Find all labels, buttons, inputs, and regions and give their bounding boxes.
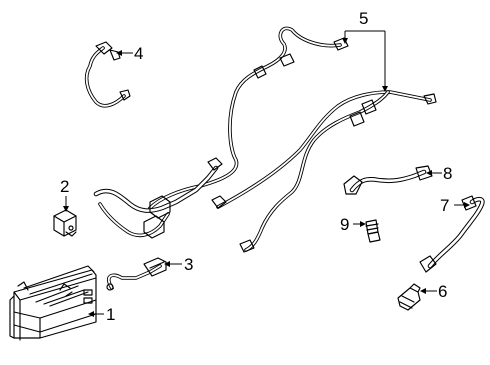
part-7-hose: [419, 195, 485, 273]
callout-5: 5: [342, 9, 388, 92]
callout-1-label: 1: [106, 305, 115, 324]
part-9-connector: [365, 219, 381, 243]
callout-7: 7: [440, 196, 470, 215]
callout-3: 3: [164, 255, 193, 274]
part-1-canister: [9, 265, 97, 341]
callout-5-label: 5: [359, 9, 368, 28]
callout-1: 1: [88, 305, 115, 324]
callout-4: 4: [116, 44, 143, 63]
callout-9: 9: [340, 215, 366, 234]
callout-2-label: 2: [60, 177, 69, 196]
part-8-hose-assembly: [343, 165, 433, 195]
callout-7-label: 7: [440, 196, 449, 215]
callout-2: 2: [60, 177, 69, 212]
part-4-vapor-hose: [84, 41, 131, 108]
part-3-purge-line: [106, 257, 167, 291]
part-5-fuel-lines: [93, 26, 437, 253]
callout-8-label: 8: [443, 164, 452, 183]
callout-3-label: 3: [184, 255, 193, 274]
callout-8: 8: [426, 164, 452, 183]
part-2-bracket: [53, 209, 77, 237]
callout-9-label: 9: [340, 215, 349, 234]
part-6-fitting: [397, 283, 421, 311]
callout-6-label: 6: [438, 282, 447, 301]
callout-4-label: 4: [134, 44, 143, 63]
callout-6: 6: [420, 282, 447, 301]
